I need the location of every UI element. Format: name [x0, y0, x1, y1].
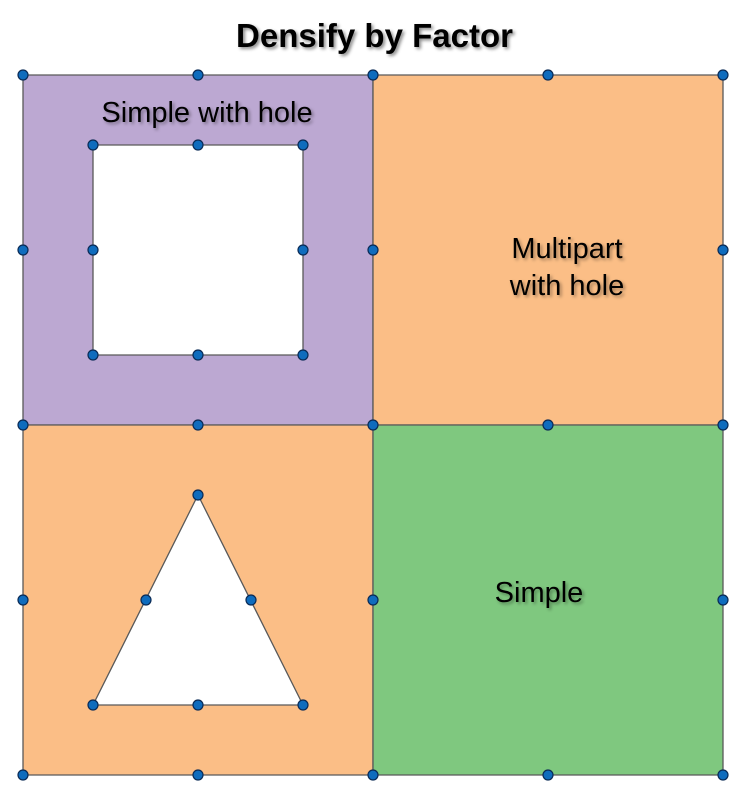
vertex	[17, 594, 29, 606]
vertex	[297, 139, 309, 151]
label-multipart-line1: Multipart	[511, 233, 622, 265]
vertex	[140, 594, 152, 606]
vertex	[542, 419, 554, 431]
multipart-part-bottom-left	[22, 424, 374, 776]
vertex	[192, 489, 204, 501]
vertex	[367, 769, 379, 781]
vertex	[17, 769, 29, 781]
vertex	[192, 349, 204, 361]
diagram-title: Densify by Factor	[236, 17, 513, 54]
vertex	[245, 594, 257, 606]
vertex	[297, 699, 309, 711]
vertex	[87, 699, 99, 711]
vertex-markers	[17, 69, 729, 781]
vertex	[542, 69, 554, 81]
label-simple-with-hole: Simple with hole	[101, 97, 312, 129]
vertex	[717, 594, 729, 606]
vertex	[17, 69, 29, 81]
vertex	[367, 244, 379, 256]
vertex	[367, 419, 379, 431]
vertex	[717, 244, 729, 256]
vertex	[87, 244, 99, 256]
vertex	[542, 769, 554, 781]
vertex	[297, 244, 309, 256]
vertex	[192, 699, 204, 711]
vertex	[717, 69, 729, 81]
vertex	[367, 594, 379, 606]
vertex	[717, 769, 729, 781]
vertex	[17, 244, 29, 256]
vertex	[87, 139, 99, 151]
vertex	[17, 419, 29, 431]
vertex	[192, 69, 204, 81]
label-multipart-line2: with hole	[509, 270, 624, 302]
label-simple: Simple	[495, 577, 584, 609]
vertex	[87, 349, 99, 361]
vertex	[192, 139, 204, 151]
vertex	[297, 349, 309, 361]
vertex	[192, 769, 204, 781]
vertex	[717, 419, 729, 431]
vertex	[192, 419, 204, 431]
vertex	[367, 69, 379, 81]
